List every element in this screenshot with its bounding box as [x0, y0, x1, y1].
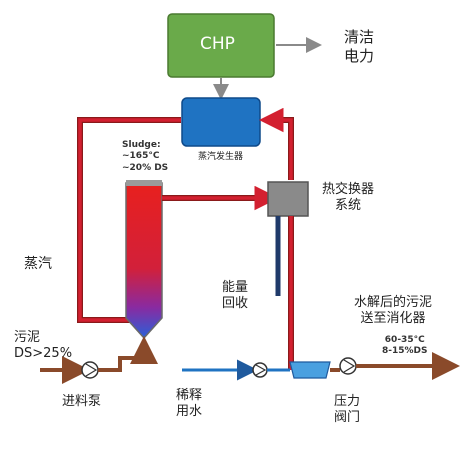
- sludge-info-label: Sludge: ~165°C ~20% DS: [122, 140, 169, 173]
- steam-label: 蒸汽: [24, 256, 52, 272]
- dilution-water-label: 稀释 用水: [176, 388, 203, 420]
- energy-recovery-label: 能量 回收: [222, 280, 249, 312]
- feed-pump-label: 进料泵: [62, 394, 102, 409]
- clean-power-label: 清洁 电力: [344, 28, 375, 65]
- chp-box: [167, 13, 275, 78]
- heat-exchanger-box: [267, 181, 309, 217]
- pressure-valve-label: 压力 阀门: [334, 394, 361, 426]
- pump-reactor-pipe: [98, 336, 158, 372]
- chp-label: CHP: [200, 34, 235, 54]
- steam-generator-label: 蒸汽发生器: [198, 152, 244, 162]
- input-sludge-label: 污泥 DS>25%: [14, 330, 73, 362]
- steam-generator-box: [181, 97, 261, 147]
- reactor-vessel: [125, 182, 163, 340]
- output-info-label: 60-35°C 8-15%DS: [382, 335, 428, 357]
- pressure-valve-tank: [289, 361, 331, 379]
- steam-return-pipe: [266, 117, 294, 180]
- output-sludge-label: 水解后的污泥 送至消化器: [354, 295, 433, 327]
- heat-exchanger-label: 热交换器 系统: [322, 182, 375, 214]
